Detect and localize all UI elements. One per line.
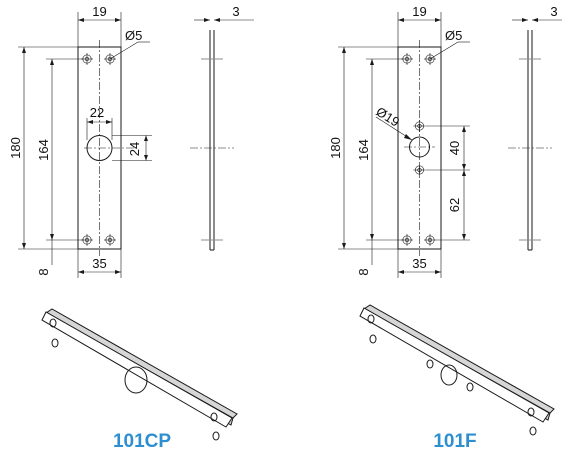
dim-thickness-label: 3 <box>550 4 557 19</box>
dim-hole-spacing-label: 164 <box>356 139 371 161</box>
dim-thickness-label: 3 <box>232 4 239 19</box>
dim-width-label: 19 <box>92 4 106 19</box>
dim-upper-offset: 40 <box>426 125 470 171</box>
dim-cutout-height-label: 24 <box>127 142 142 156</box>
dim-upper-offset-label: 40 <box>447 141 462 155</box>
dim-length-label: 180 <box>328 137 343 159</box>
dim-screw-hole-label: Ø5 <box>445 28 462 43</box>
dim-screw-hole-label: Ø5 <box>125 28 142 43</box>
dim-cutout-width-label: 22 <box>90 105 104 120</box>
screw-hole-icon <box>103 233 117 247</box>
side-view-101cp: 3 <box>190 4 254 251</box>
dim-width: 19 <box>397 4 442 47</box>
model-label-101f: 101F <box>433 431 476 452</box>
dim-base-width: 35 <box>77 249 122 278</box>
dim-width-label: 19 <box>412 4 426 19</box>
screw-hole-icon <box>423 233 437 247</box>
dim-lower-offset-label: 62 <box>447 198 462 212</box>
dim-edge-offset-label: 8 <box>36 268 51 275</box>
screw-hole-icon <box>413 163 426 177</box>
dim-screw-hole: Ø5 <box>109 28 150 60</box>
dim-hole-spacing: 164 <box>36 58 84 241</box>
drawing-101f: 19 Ø5 Ø19 180 164 <box>328 4 562 452</box>
drawing-101cp: 19 Ø5 180 164 <box>8 4 254 452</box>
dim-hole-spacing-label: 164 <box>36 139 51 161</box>
front-view-101f <box>397 40 442 256</box>
iso-view-101f <box>359 304 555 436</box>
dim-lower-offset: 62 <box>436 170 470 241</box>
dim-length: 180 <box>8 46 78 250</box>
dim-center-hole: Ø19 <box>373 104 413 141</box>
dim-length-label: 180 <box>8 137 23 159</box>
side-view-101f: 3 <box>508 4 562 251</box>
dim-edge-offset: 8 <box>36 240 53 276</box>
dim-base-width-label: 35 <box>412 256 426 271</box>
dim-edge-offset: 8 <box>356 240 373 276</box>
dim-base-width-label: 35 <box>92 256 106 271</box>
dim-edge-offset-label: 8 <box>356 268 371 275</box>
iso-cutout <box>124 366 148 394</box>
model-label-101cp: 101CP <box>113 431 171 452</box>
dim-hole-spacing: 164 <box>356 58 404 241</box>
dim-cutout-height: 24 <box>112 135 152 161</box>
dim-cutout-width: 22 <box>86 105 113 140</box>
dim-base-width: 35 <box>397 249 442 278</box>
iso-center-hole <box>440 364 458 386</box>
screw-hole-icon <box>413 119 426 133</box>
iso-view-101cp <box>41 308 238 441</box>
front-view-101cp <box>77 40 134 256</box>
dim-width: 19 <box>77 4 122 47</box>
dim-length: 180 <box>328 46 398 250</box>
dim-screw-hole: Ø5 <box>429 28 470 60</box>
